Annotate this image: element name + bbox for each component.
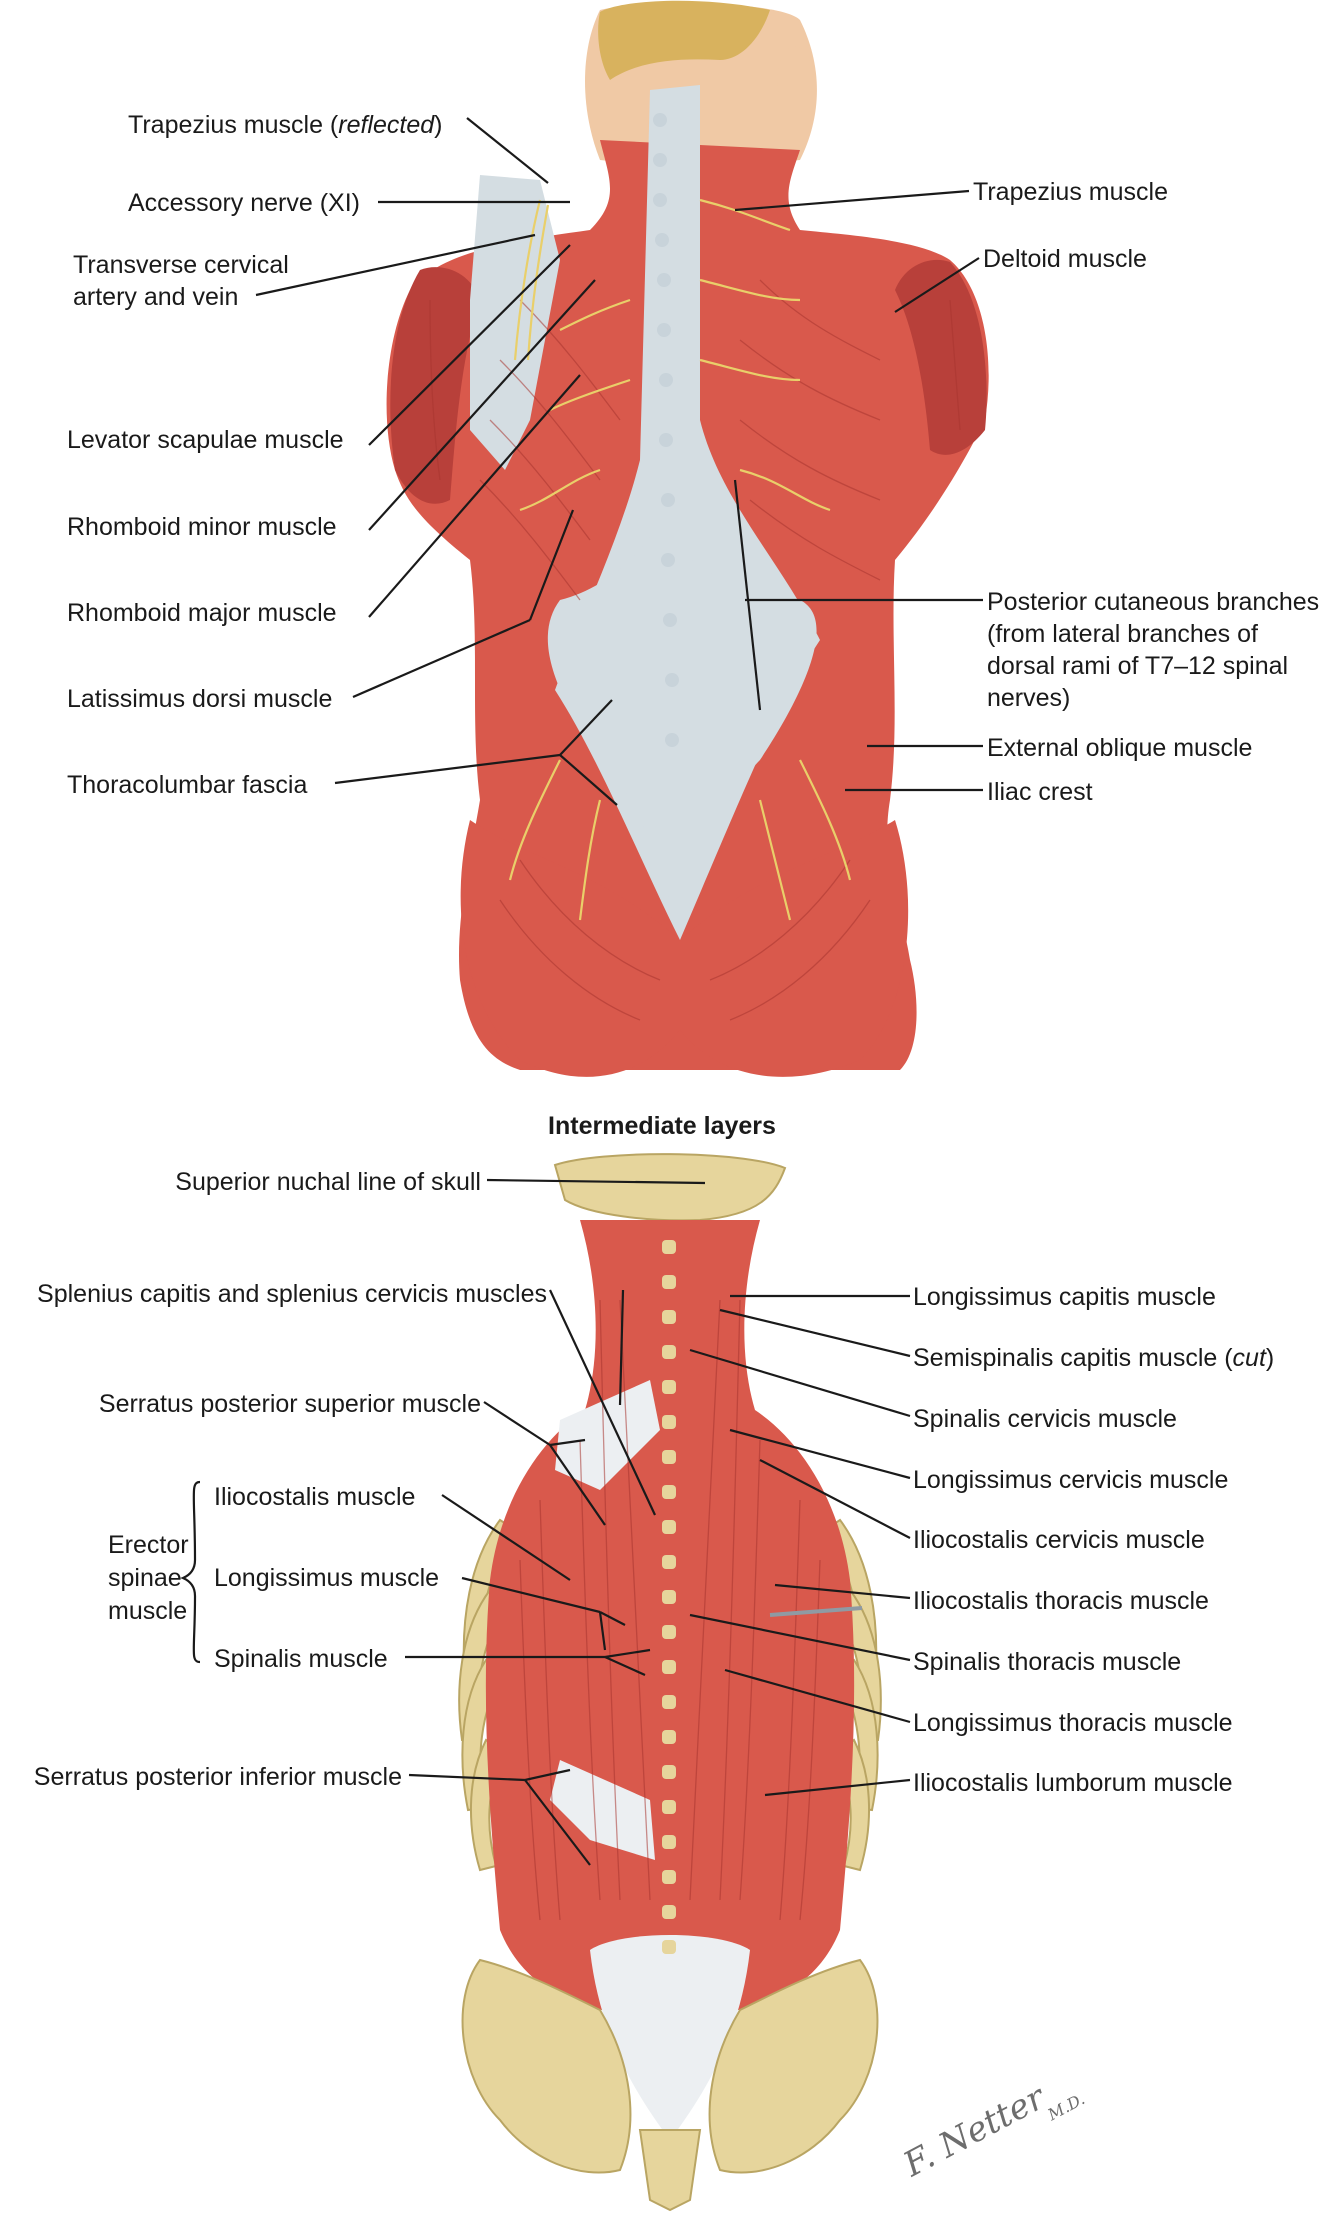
- skull-base: [553, 1153, 787, 1222]
- label-iliocostalis: Iliocostalis muscle: [214, 1483, 415, 1511]
- label-erector-1: Erector: [108, 1531, 189, 1559]
- label-spinalis: Spinalis muscle: [214, 1645, 388, 1673]
- label-thoracolumbar-fascia: Thoracolumbar fascia: [67, 771, 307, 799]
- label-trapezius-reflected: Trapezius muscle (reflected): [128, 111, 442, 139]
- label-semispinalis-capitis: Semispinalis capitis muscle (cut): [913, 1344, 1274, 1372]
- label-latissimus-dorsi: Latissimus dorsi muscle: [67, 685, 332, 713]
- erector-spinae-brace: [180, 1480, 201, 1664]
- sacrum: [638, 2129, 702, 2212]
- spinous-processes: [653, 113, 679, 747]
- thoracolumbar-fascia: [547, 520, 817, 940]
- label-rhomboid-minor: Rhomboid minor muscle: [67, 513, 337, 541]
- probe: [769, 1606, 863, 1617]
- label-posterior-cutaneous-2: (from lateral branches of: [987, 620, 1258, 648]
- label-superior-nuchal-line: Superior nuchal line of skull: [175, 1168, 481, 1196]
- label-iliac-crest: Iliac crest: [987, 778, 1093, 806]
- upper-left-labels: Trapezius muscle (reflected) Accessory n…: [67, 111, 442, 799]
- erector-spinae-column: [485, 1220, 855, 2010]
- left-deltoid: [390, 267, 480, 504]
- label-longissimus-cervicis: Longissimus cervicis muscle: [913, 1466, 1228, 1494]
- label-spinalis-thoracis: Spinalis thoracis muscle: [913, 1648, 1181, 1676]
- right-deltoid: [895, 259, 987, 455]
- label-splenius: Splenius capitis and splenius cervicis m…: [37, 1280, 547, 1308]
- label-spinalis-cervicis: Spinalis cervicis muscle: [913, 1405, 1177, 1433]
- label-deltoid: Deltoid muscle: [983, 245, 1147, 273]
- lower-muscle-fibers: [519, 1299, 821, 1921]
- lower-illustration: [458, 1153, 882, 2212]
- label-iliocostalis-lumborum: Iliocostalis lumborum muscle: [913, 1769, 1233, 1797]
- label-levator-scapulae: Levator scapulae muscle: [67, 426, 344, 454]
- label-posterior-cutaneous-4: nerves): [987, 684, 1070, 712]
- upper-illustration: [386, 0, 989, 1077]
- label-serratus-posterior-inferior: Serratus posterior inferior muscle: [34, 1763, 402, 1791]
- label-rhomboid-major: Rhomboid major muscle: [67, 599, 337, 627]
- label-posterior-cutaneous-3: dorsal rami of T7–12 spinal: [987, 652, 1288, 680]
- label-longissimus: Longissimus muscle: [214, 1564, 439, 1592]
- lower-leader-lines: [405, 1178, 911, 1866]
- label-accessory-nerve: Accessory nerve (XI): [128, 189, 360, 217]
- label-longissimus-capitis: Longissimus capitis muscle: [913, 1283, 1216, 1311]
- lower-right-labels: Longissimus capitis muscle Semispinalis …: [913, 1283, 1274, 1797]
- vertebral-column: [662, 1240, 676, 1954]
- svg-text:M.D.: M.D.: [1044, 2089, 1088, 2124]
- label-transverse-cervical-1: Transverse cervical: [73, 251, 289, 279]
- label-erector-3: muscle: [108, 1597, 187, 1625]
- pelvis-left: [461, 1958, 632, 2174]
- upper-right-labels: Trapezius muscle Deltoid muscle Posterio…: [973, 178, 1319, 806]
- label-transverse-cervical-2: artery and vein: [73, 283, 238, 311]
- reflected-trapezius: [470, 175, 560, 470]
- label-external-oblique: External oblique muscle: [987, 734, 1252, 762]
- label-trapezius: Trapezius muscle: [973, 178, 1168, 206]
- section-title: Intermediate layers: [548, 1112, 776, 1140]
- artist-signature: F. Netter M.D.: [896, 2077, 1088, 2186]
- upper-muscle-fibers: [429, 279, 961, 1021]
- gluteal-region: [460, 820, 909, 1077]
- svg-text:F. Netter: F. Netter: [896, 2077, 1053, 2186]
- label-posterior-cutaneous-1: Posterior cutaneous branches: [987, 588, 1319, 616]
- label-iliocostalis-cervicis: Iliocostalis cervicis muscle: [913, 1526, 1205, 1554]
- serratus-posterior-inferior: [550, 1760, 655, 1860]
- upper-leader-lines: [255, 117, 983, 806]
- label-erector-2: spinae: [108, 1564, 182, 1592]
- pelvis-right: [708, 1958, 879, 2174]
- lower-left-labels: Superior nuchal line of skull Splenius c…: [34, 1168, 547, 1791]
- lumbar-aponeurosis: [590, 1935, 750, 2140]
- label-iliocostalis-thoracis: Iliocostalis thoracis muscle: [913, 1587, 1209, 1615]
- label-longissimus-thoracis: Longissimus thoracis muscle: [913, 1709, 1233, 1737]
- hair: [598, 0, 770, 80]
- ear: [777, 46, 813, 114]
- label-serratus-posterior-superior: Serratus posterior superior muscle: [99, 1390, 481, 1418]
